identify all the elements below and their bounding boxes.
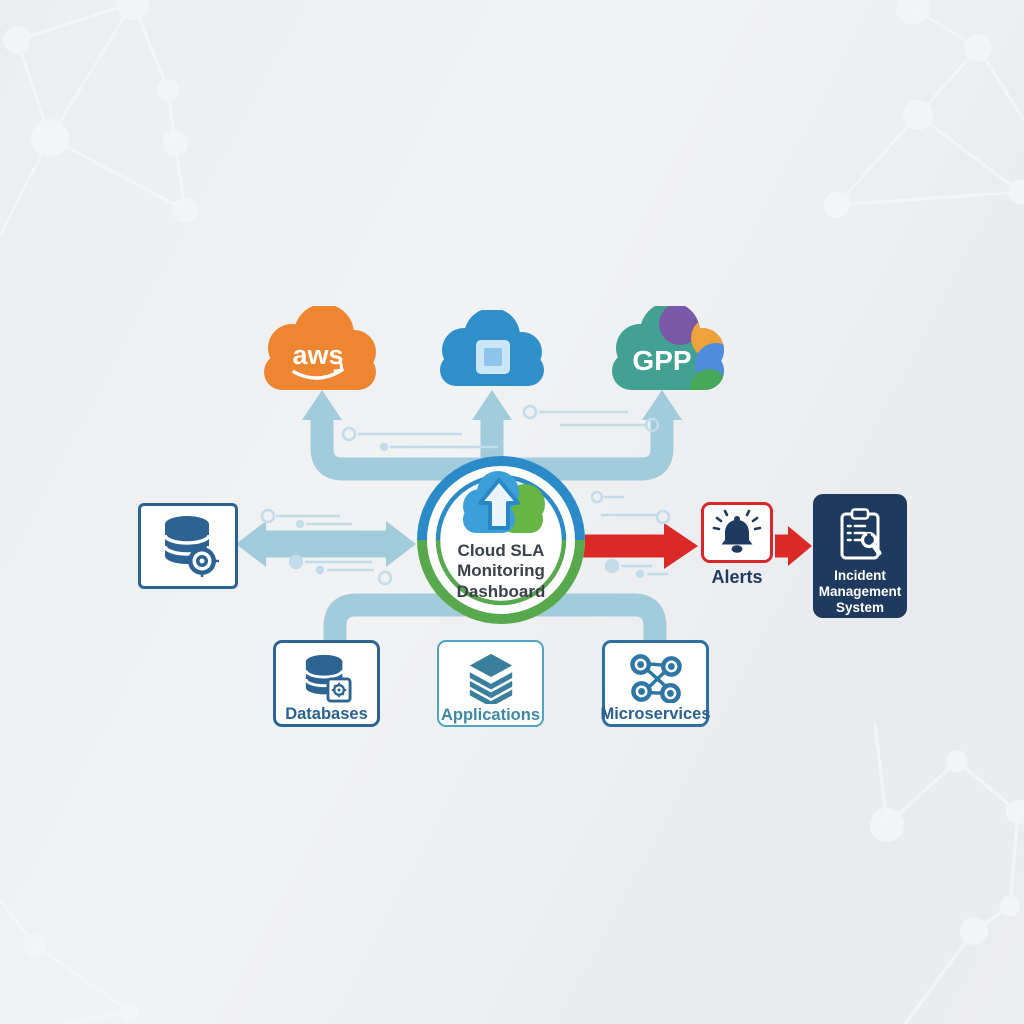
- aws-label: aws: [292, 340, 343, 370]
- database-source-node: [138, 503, 238, 589]
- microservices-label: Microservices: [600, 705, 711, 723]
- alert-arrow-alerts-to-incident: [775, 526, 812, 566]
- dashboard-title-line2: Monitoring: [457, 561, 545, 581]
- pipe-database-bidirectional: [236, 521, 416, 567]
- gcp-cloud-node: GPP: [606, 306, 730, 398]
- dashboard-title-line3: Dashboard: [456, 581, 546, 601]
- aws-smile-icon: [292, 368, 344, 380]
- microservices-node: Microservices: [600, 640, 711, 727]
- incident-label-line2: Management: [818, 583, 902, 599]
- alerts-node: [701, 502, 773, 563]
- incident-label-line1: Incident: [834, 568, 886, 583]
- incident-clipboard-wrench-icon: [840, 508, 882, 560]
- alert-bell-icon: [712, 509, 762, 553]
- gcp-label: GPP: [632, 345, 691, 376]
- azure-cloud-node: [430, 310, 554, 394]
- alerts-label: Alerts: [711, 567, 763, 587]
- aws-cloud-icon: [264, 306, 376, 390]
- applications-label: Applications: [440, 706, 540, 724]
- dashboard-center-node: [403, 442, 599, 638]
- dashboard-title: Cloud SLA Monitoring Dashboard: [436, 541, 566, 602]
- databases-label: Databases: [285, 705, 368, 723]
- microservices-network-icon: [629, 654, 682, 703]
- incident-label-line3: System: [835, 599, 885, 615]
- applications-node: Applications: [437, 640, 544, 727]
- applications-layers-icon: [469, 653, 512, 704]
- cloud-upload-icon: [463, 471, 545, 533]
- incident-management-label: Incident Management System: [819, 568, 902, 616]
- dashboard-outer-ring: [417, 456, 585, 624]
- incident-management-node: Incident Management System: [813, 494, 907, 618]
- aws-cloud-node: aws: [256, 306, 384, 398]
- databases-node: Databases: [273, 640, 380, 727]
- database-monitor-icon: [163, 516, 219, 577]
- databases-icon: [303, 654, 352, 703]
- dashboard-title-line1: Cloud SLA: [457, 541, 545, 560]
